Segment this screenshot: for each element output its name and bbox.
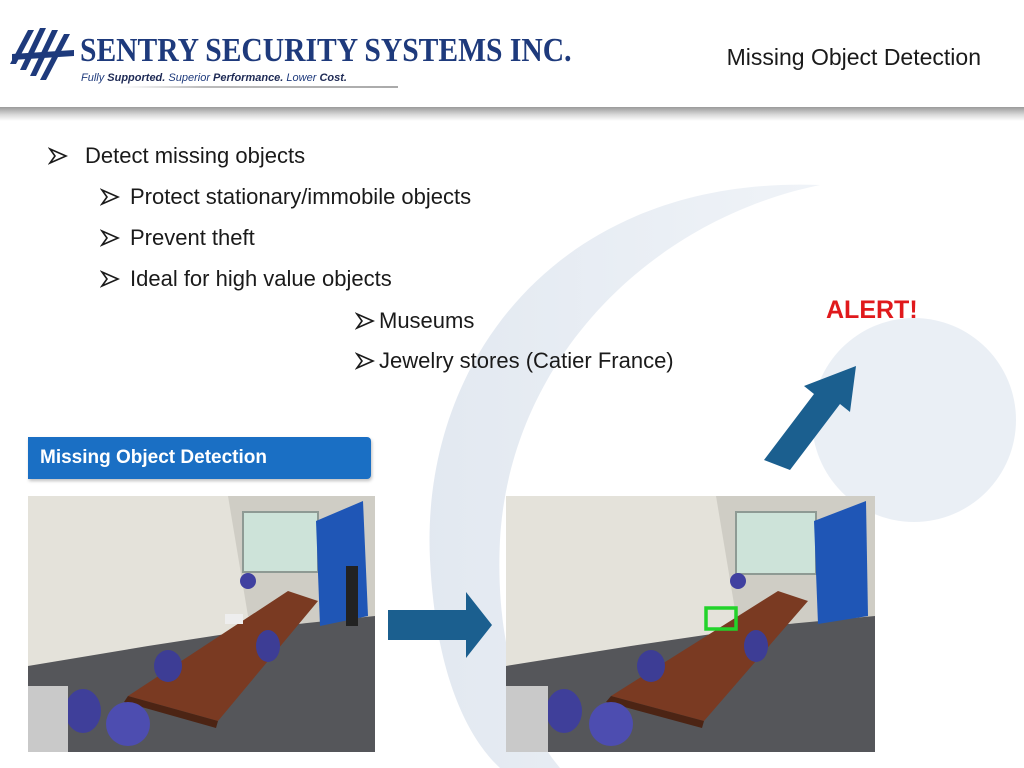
bullet-item: Museums [355, 308, 474, 334]
slide-title: Missing Object Detection [726, 44, 981, 70]
diagonal-up-arrow-icon [764, 366, 856, 470]
bullet-item: Jewelry stores (Catier France) [355, 348, 674, 374]
bullet-text: Ideal for high value objects [130, 266, 392, 291]
alert-label: ALERT! [826, 296, 918, 324]
bullet-item: Prevent theft [100, 225, 255, 251]
arrowhead-bullet-icon [48, 147, 68, 165]
sentry-stripes-logo-icon [10, 28, 74, 80]
tagline-underline [120, 86, 398, 88]
bullet-text: Jewelry stores (Catier France) [379, 348, 674, 373]
header-divider [0, 107, 1024, 121]
bullet-text: Prevent theft [130, 225, 255, 250]
bullet-item: Detect missing objects [48, 143, 305, 169]
conference-room-image [506, 496, 875, 752]
bullet-text: Protect stationary/immobile objects [130, 184, 472, 209]
bullet-item: Protect stationary/immobile objects [100, 184, 471, 210]
conference-room-image [28, 496, 375, 752]
camera-frame-after [506, 496, 875, 752]
arrowhead-bullet-icon [355, 352, 375, 370]
camera-frame-before [28, 496, 375, 752]
bullet-item: Ideal for high value objects [100, 266, 392, 292]
right-arrow-icon [388, 592, 492, 658]
caption-label: Missing Object Detection [40, 447, 267, 468]
company-tagline: Fully Supported. Superior Performance. L… [81, 72, 347, 84]
arrowhead-bullet-icon [355, 312, 375, 330]
arrowhead-bullet-icon [100, 188, 120, 206]
arrowhead-bullet-icon [100, 229, 120, 247]
detection-box [704, 606, 738, 631]
slide-header: SENTRY SECURITY SYSTEMS INC. Fully Suppo… [0, 0, 1024, 107]
bullet-text: Detect missing objects [85, 143, 306, 168]
arrowhead-bullet-icon [100, 270, 120, 288]
bullet-text: Museums [379, 308, 475, 333]
company-name: SENTRY SECURITY SYSTEMS INC. [80, 32, 572, 69]
caption-box: Missing Object Detection [28, 437, 371, 479]
